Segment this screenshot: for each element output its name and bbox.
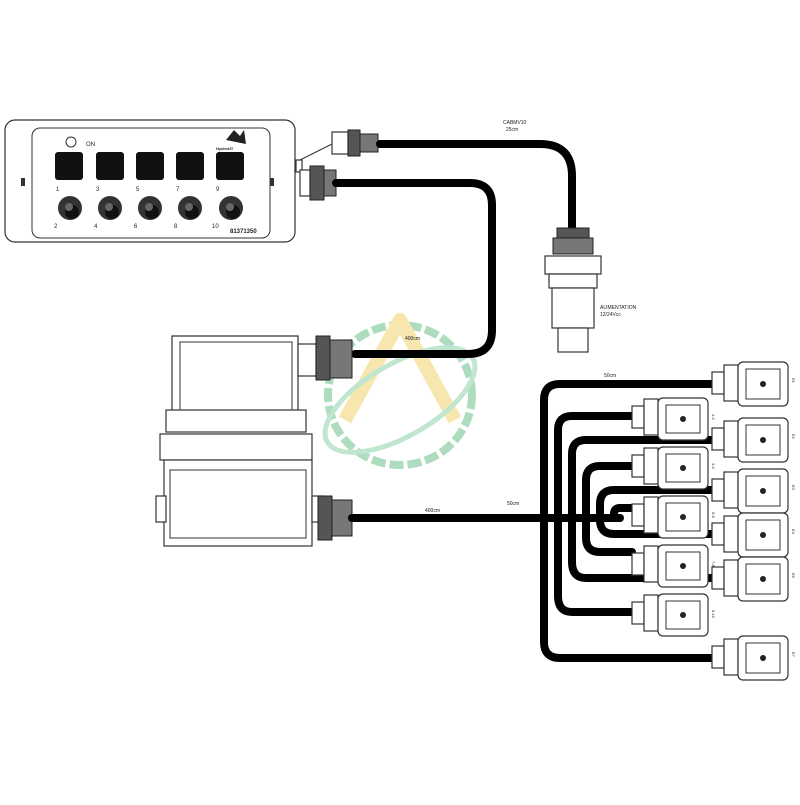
- toggle-switch-2[interactable]: [98, 196, 122, 220]
- connector-label-left: 9-10: [711, 610, 716, 619]
- power-led-icon: [65, 136, 77, 148]
- switch-number-bottom: 6: [134, 224, 138, 230]
- connector-label-left: 3-4: [711, 463, 716, 470]
- switch-number-bottom: 2: [54, 224, 58, 230]
- switch-number-top: 3: [96, 187, 100, 193]
- side-tab-icon: [21, 178, 25, 186]
- part-number: 81371350: [230, 229, 257, 235]
- on-label: ON: [86, 142, 95, 148]
- brand-logo: [226, 130, 246, 144]
- solenoid-connector: [631, 446, 709, 490]
- connector-column-left: 1-2 3-4 5-6 7-8: [631, 397, 716, 637]
- connector-label-right: E4: [791, 529, 796, 535]
- cable-length-upper: 400cm: [405, 336, 420, 342]
- switch-number-top: 9: [216, 187, 220, 193]
- indicator-5: [216, 152, 244, 180]
- connector-label-left: 1-2: [711, 414, 716, 421]
- cable-to-multiconnector: [332, 179, 496, 358]
- cable-label-length: 25cm: [506, 127, 518, 133]
- connector-label-right: E7: [791, 652, 796, 658]
- watermark-logo: [322, 313, 478, 469]
- power-plug: [544, 227, 602, 353]
- cable-gland-top-icon: [295, 129, 379, 173]
- solenoid-connector: [711, 361, 789, 407]
- cable-label: CABMV10: [503, 120, 527, 126]
- indicator-3: [136, 152, 164, 180]
- harness-branches: [540, 380, 716, 662]
- cable-to-power: [376, 140, 576, 232]
- connector-label-right: E3: [791, 485, 796, 491]
- switch-number-bottom: 10: [212, 224, 219, 230]
- solenoid-connector: [711, 556, 789, 602]
- solenoid-connector: [711, 417, 789, 463]
- cable-gland-side-icon: [299, 165, 337, 201]
- solenoid-connector: [631, 397, 709, 441]
- switch-number-top: 1: [56, 187, 60, 193]
- solenoid-connector: [711, 512, 789, 558]
- solenoid-connector: [631, 593, 709, 637]
- cable-length-split: 50cm: [507, 501, 519, 507]
- brand-label: HydrokIT: [216, 146, 234, 151]
- solenoid-connector: [711, 635, 789, 681]
- connector-label-left: 5-6: [711, 512, 716, 519]
- indicator-1: [55, 152, 83, 180]
- toggle-switch-3[interactable]: [138, 196, 162, 220]
- cable-length-lower: 400cm: [425, 508, 440, 514]
- switch-number-bottom: 8: [174, 224, 178, 230]
- switch-number-top: 7: [176, 187, 180, 193]
- switch-number-top: 5: [136, 187, 140, 193]
- connector-label-right: E1: [791, 378, 796, 384]
- indicator-2: [96, 152, 124, 180]
- control-box: ON HydrokIT 1 3 5 7 9: [4, 119, 379, 243]
- multipin-base: [155, 433, 353, 547]
- toggle-switch-1[interactable]: [58, 196, 82, 220]
- solenoid-connector: [631, 495, 709, 539]
- connector-label-right: E2: [791, 434, 796, 440]
- toggle-switch-5[interactable]: [219, 196, 243, 220]
- power-voltage: 12/24Vcc: [600, 312, 621, 318]
- side-tab-icon: [270, 178, 274, 186]
- power-label: ALIMENTATION: [600, 305, 637, 311]
- solenoid-connector: [631, 544, 709, 588]
- connector-label-left: 7-8: [711, 561, 716, 568]
- solenoid-connector: [711, 468, 789, 514]
- switch-number-bottom: 4: [94, 224, 98, 230]
- cable-length-top-branch: 50cm: [604, 373, 616, 379]
- connector-column-right: E1 E2 E3 E4: [711, 361, 796, 681]
- indicator-4: [176, 152, 204, 180]
- multipin-hood: [165, 335, 353, 433]
- connector-label-right: E5: [791, 573, 796, 579]
- toggle-switch-4[interactable]: [178, 196, 202, 220]
